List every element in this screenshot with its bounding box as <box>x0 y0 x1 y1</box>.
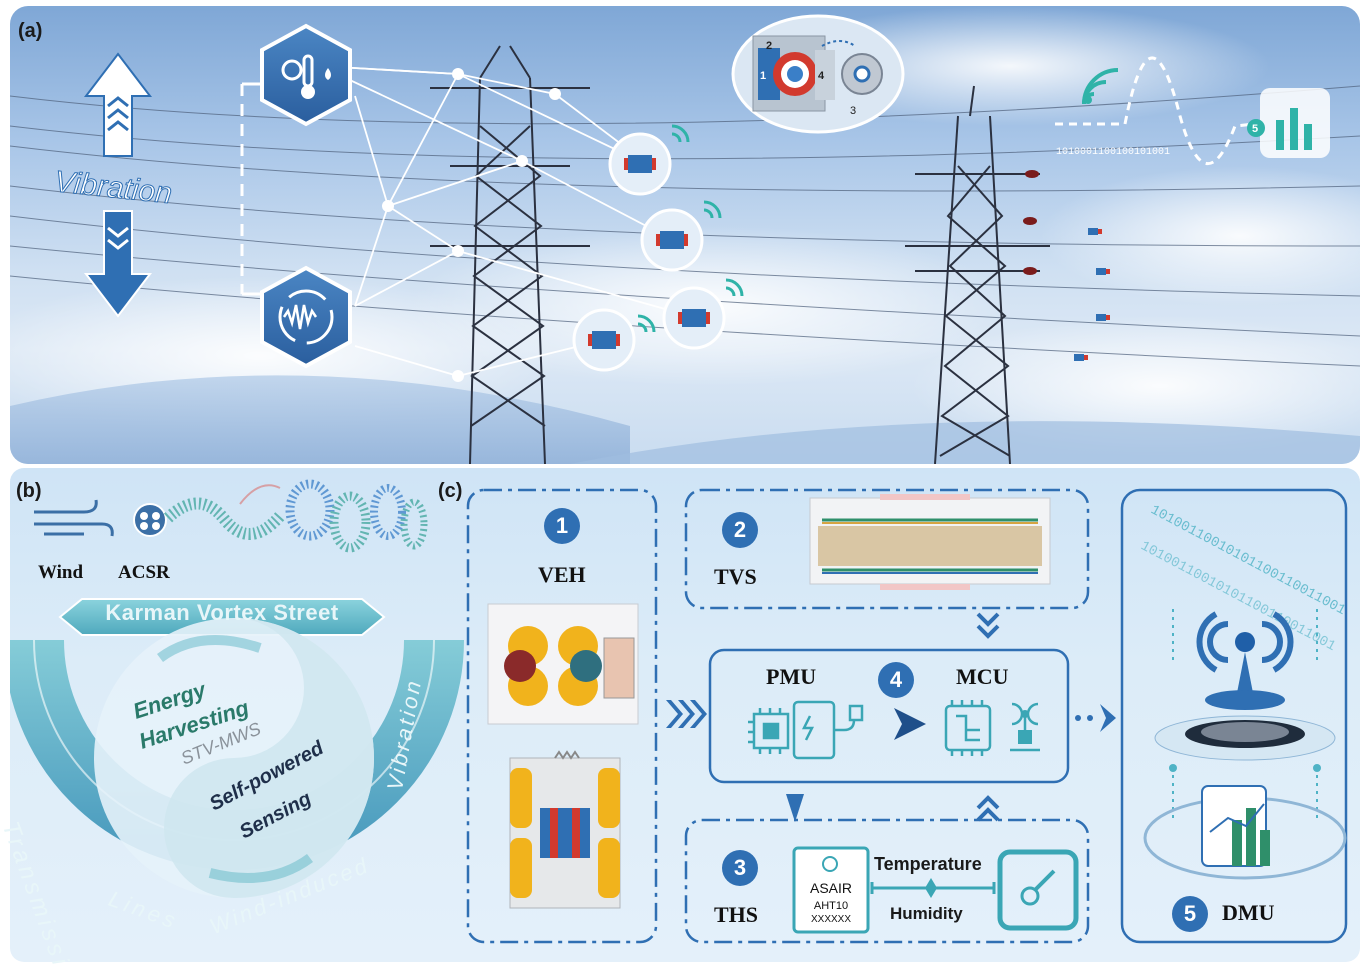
data-transmission-graphic: 1010001100100101001 5 <box>1055 56 1330 165</box>
mcu-label: MCU <box>956 664 1009 689</box>
humidity-label: Humidity <box>890 904 963 923</box>
mid-to-ths-arrow <box>786 794 804 822</box>
veh-side-view <box>509 750 621 909</box>
badge-5: 5 <box>1252 123 1258 135</box>
vortex-street-graphic <box>163 479 428 553</box>
inset-number-4: 4 <box>818 70 825 82</box>
vibration-label: Vibration <box>53 165 174 210</box>
veh-to-pmu-arrow <box>666 700 707 728</box>
veh-number-badge: 1 <box>544 508 580 544</box>
ths-box <box>684 818 1090 944</box>
panel-a-label: (a) <box>18 20 43 42</box>
panel-b-label: (b) <box>16 480 42 502</box>
thermometer-display-icon <box>997 849 1079 931</box>
binary-stream-text: 1010001100100101001 <box>1056 147 1170 158</box>
ths-to-mid-arrow <box>976 795 1000 822</box>
panel-c-label: (c) <box>438 480 463 502</box>
inset-number-1: 1 <box>760 70 766 82</box>
transmission-scene: 2 1 4 3 Vibration <box>10 6 1360 464</box>
veh-label: VEH <box>538 562 586 587</box>
panel-bc-graphics: 10100110010101100110011001 1010011001010… <box>10 479 1348 944</box>
inset-number-3: 3 <box>850 105 856 117</box>
ths-label: THS <box>714 902 759 927</box>
tower-left <box>430 45 590 464</box>
dmu-binary-stream: 10100110010101100110011001 1010011001010… <box>1138 502 1348 655</box>
mid-to-dmu-arrow <box>1075 704 1116 732</box>
veh-box <box>466 488 658 944</box>
dmu-label: DMU <box>1222 900 1275 925</box>
dmu-data-dashboard <box>1143 785 1347 880</box>
ths-number-badge: 3 <box>722 850 758 886</box>
pmu-label: PMU <box>766 664 817 689</box>
tvs-number-badge: 2 <box>722 512 758 548</box>
mcu-chip-icon <box>944 700 1040 756</box>
acsr-icon <box>133 503 167 537</box>
vibration-sensing-hex-icon <box>260 265 352 369</box>
karman-vortex-label: Karman Vortex Street <box>105 600 339 625</box>
wind-icon <box>34 499 114 537</box>
veh-inset: 2 1 4 3 <box>731 14 905 134</box>
veh-top-view <box>487 603 639 725</box>
acsr-label: ACSR <box>118 562 170 583</box>
pmu-chip-icon <box>748 700 864 760</box>
tvs-label: TVS <box>714 564 757 589</box>
chip-serial-label: XXXXXX <box>810 914 852 925</box>
mid-number-badge: 4 <box>878 662 914 698</box>
temperature-label: Temperature <box>874 854 982 874</box>
panel-a-illustration: 2 1 4 3 Vibration <box>10 6 1360 464</box>
karman-vortex-banner <box>58 598 386 636</box>
tvs-to-mid-arrow <box>976 612 1000 639</box>
ths-sensor-chip <box>792 846 870 934</box>
vibration-arrows <box>83 52 153 318</box>
dmu-number-badge: 5 <box>1172 896 1208 932</box>
chip-model-label: AHT10 <box>813 900 849 912</box>
chip-brand-label: ASAIR <box>809 880 852 896</box>
dmu-antenna-icon <box>1196 611 1294 710</box>
tvs-device-image <box>809 494 1051 590</box>
inset-number-2: 2 <box>766 40 772 52</box>
pmu-to-mcu-arrow <box>894 708 926 740</box>
wind-label: Wind <box>38 562 84 583</box>
tower-right <box>905 85 1050 464</box>
sensor-device-icons <box>572 124 1110 372</box>
tvs-box <box>684 488 1090 610</box>
temperature-humidity-hex-icon <box>260 23 352 127</box>
pmu-mcu-box <box>708 648 1070 784</box>
panel-bc-container: 10100110010101100110011001 1010011001010… <box>0 468 1360 967</box>
dmu-platform <box>1154 608 1336 818</box>
temp-humidity-slider <box>870 878 996 898</box>
dmu-box <box>1120 488 1348 944</box>
